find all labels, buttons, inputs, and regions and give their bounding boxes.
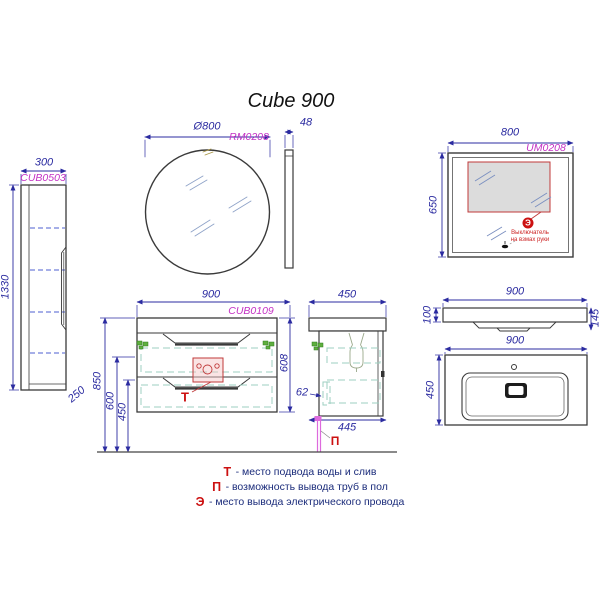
mirror-cabinet-code: UM0208 <box>526 141 566 154</box>
vanity-front-view <box>100 299 295 453</box>
sink-front-body <box>442 307 588 323</box>
legend-text-t: - место подвода воды и слив <box>235 465 377 478</box>
shelf-dashed-lines <box>30 227 65 354</box>
legend-symbol-p: П <box>212 479 222 494</box>
water-supply-label: Т <box>181 389 189 405</box>
vanity-side-view <box>308 299 387 452</box>
sink-front-edge-dim: 145 <box>589 308 600 328</box>
sink-front-height-dim: 100 <box>421 305 434 325</box>
water-supply-zone <box>192 357 224 383</box>
vanity-body-height-dim: 608 <box>278 353 291 373</box>
siphon-outline <box>348 332 365 372</box>
drain-offset-dim: 62 <box>295 386 309 399</box>
electric-outlet-badge: Э <box>522 217 534 229</box>
legend-row-electric: Э - место вывода электрического провода <box>0 493 600 511</box>
mirror-side-view <box>284 129 294 269</box>
vanity-height-floor-dim: 850 <box>91 371 104 391</box>
legend-text-e: - место вывода электрического провода <box>208 495 405 508</box>
sink-top-depth-dim: 450 <box>424 380 437 400</box>
backlit-panel <box>467 161 551 213</box>
sink-top-view <box>435 346 588 426</box>
vanity-height-mid-dim: 600 <box>104 391 117 411</box>
floor-pipe <box>314 416 322 452</box>
legend-row-pipes: П - возможность вывода труб в пол <box>0 478 600 496</box>
faucet-hole <box>511 364 517 370</box>
vanity-body-depth-dim: 445 <box>337 421 357 434</box>
vanity-width-dim: 900 <box>201 288 221 301</box>
mirror-diameter-dim: Ø800 <box>193 120 221 133</box>
sink-top-width-dim: 900 <box>505 334 525 347</box>
drawer-handle-bottom <box>162 377 251 388</box>
water-leader-line <box>191 381 212 393</box>
sink-front-view <box>433 297 594 332</box>
vanity-depth-dim: 450 <box>337 288 357 301</box>
mirror-circle <box>144 149 271 275</box>
tall-cabinet-body <box>20 184 67 391</box>
mirror-code: RM0208 <box>229 130 269 143</box>
mirror-front-view <box>144 134 271 275</box>
mirror-hanger-mark <box>202 148 214 156</box>
sensor-icon <box>501 244 509 249</box>
tall-cabinet-width-dim: 300 <box>34 156 54 169</box>
drawer-inner-dashed <box>140 347 273 408</box>
sink-front-width-dim: 900 <box>505 285 525 298</box>
mirror-cabinet-width-dim: 800 <box>500 126 520 139</box>
tall-cabinet-handle-groove <box>61 246 67 331</box>
side-countertop <box>308 317 387 332</box>
drawing-title: Cube 900 <box>247 90 335 112</box>
legend-row-water: Т - место подвода воды и слив <box>0 463 600 481</box>
hinge-marks-side <box>311 341 324 351</box>
electric-leader <box>530 211 542 220</box>
glass-hatch-marks <box>474 170 552 241</box>
vanity-height-low-dim: 450 <box>116 402 129 422</box>
electric-outlet-letter: Э <box>525 218 531 227</box>
mirror-cabinet-height-dim: 650 <box>427 195 440 215</box>
floor-pipe-label: П <box>330 434 340 448</box>
sensor-note-line2: на взмах руки <box>510 237 550 243</box>
legend-symbol-e: Э <box>195 494 205 509</box>
tall-cabinet-view <box>9 168 67 391</box>
basin-outline <box>461 372 569 421</box>
tall-cabinet-code: CUB0503 <box>20 171 66 184</box>
side-inner-dashed <box>322 347 381 406</box>
mirror-cabinet-view <box>438 140 574 258</box>
drain-leader <box>309 392 322 398</box>
legend-text-p: - возможность вывода труб в пол <box>225 480 388 493</box>
tall-cabinet-height-dim: 1330 <box>0 274 12 300</box>
hinge-marks-front <box>136 340 275 350</box>
mirror-thickness-dim: 48 <box>299 116 313 129</box>
drawer-handle-top <box>162 333 251 344</box>
legend-symbol-t: Т <box>223 464 232 479</box>
vanity-code: CUB0109 <box>228 304 274 317</box>
sensor-note-line1: Выключатель <box>511 230 549 236</box>
